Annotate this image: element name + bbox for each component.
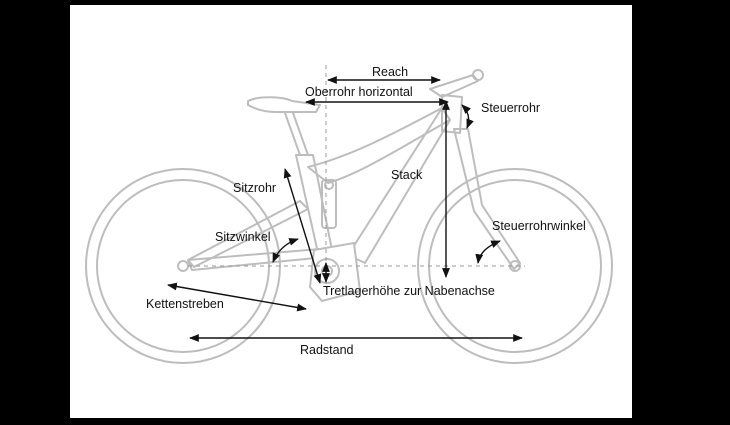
- label-head-tube-angle: Steuerrohrwinkel: [492, 219, 586, 233]
- label-chainstays: Kettenstreben: [146, 297, 224, 311]
- head-tube-arrow: [461, 104, 474, 129]
- saddle: [247, 96, 321, 156]
- diagram-canvas: Reach Oberrohr horizontal Steuerrohr Sit…: [70, 5, 632, 418]
- seat-angle-arrow: [272, 238, 299, 263]
- label-wheelbase: Radstand: [300, 343, 354, 357]
- dimension-lines: [167, 76, 523, 342]
- label-reach: Reach: [372, 65, 408, 79]
- label-top-tube-horizontal: Oberrohr horizontal: [305, 85, 413, 99]
- seat-tube-arrow: [283, 168, 322, 284]
- head-tube-angle-arrow: [475, 240, 501, 264]
- rear-wheel: [85, 168, 281, 364]
- label-seat-tube: Sitzrohr: [233, 181, 276, 195]
- label-head-tube: Steuerrohr: [481, 101, 540, 115]
- label-bb-height: Tretlagerhöhe zur Nabenachse: [323, 284, 495, 298]
- label-stack: Stack: [391, 168, 423, 182]
- bike-geometry-diagram: Reach Oberrohr horizontal Steuerrohr Sit…: [85, 65, 613, 364]
- dimension-labels: Reach Oberrohr horizontal Steuerrohr Sit…: [146, 65, 586, 357]
- label-seat-angle: Sitzwinkel: [215, 230, 271, 244]
- chainstay-arrow: [167, 282, 307, 312]
